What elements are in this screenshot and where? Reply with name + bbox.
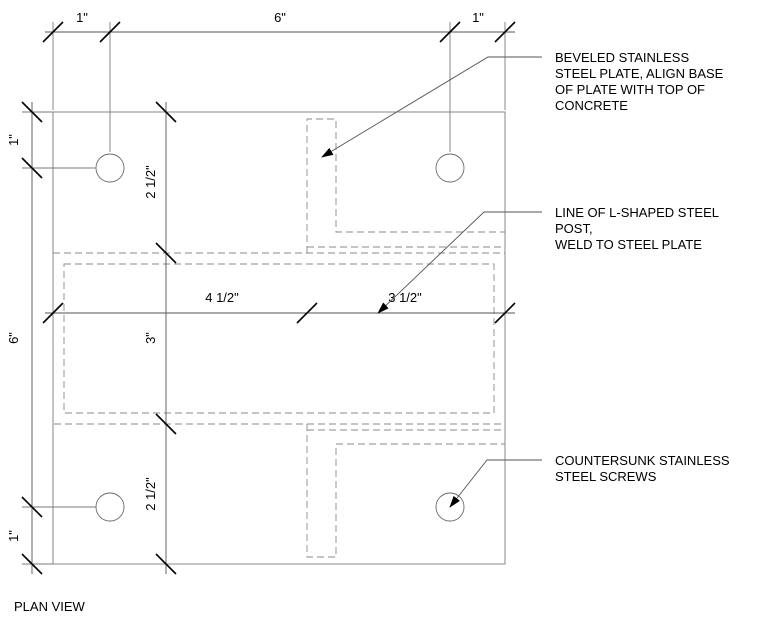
dim-left-top: 1" bbox=[6, 134, 21, 146]
dim-left-overall: 6" bbox=[6, 332, 21, 344]
leader-screws bbox=[449, 459, 542, 508]
top-dimension-line bbox=[42, 21, 516, 152]
view-title: PLAN VIEW bbox=[14, 599, 86, 614]
steel-plate-outline bbox=[52, 111, 506, 565]
dim-inner-upper: 2 1/2" bbox=[143, 165, 158, 199]
leader-l-post bbox=[377, 211, 542, 314]
screw-hole-top-left bbox=[95, 153, 125, 183]
dim-horizontal-right: 3 1/2" bbox=[388, 290, 422, 305]
leader-beveled-plate bbox=[321, 56, 542, 158]
inner-vertical-dimension-line bbox=[155, 101, 177, 575]
dim-top-middle: 6" bbox=[274, 10, 286, 25]
screw-hole-top-right bbox=[435, 153, 465, 183]
horizontal-dimension-line bbox=[42, 302, 516, 324]
dim-top-right: 1" bbox=[472, 10, 484, 25]
l-shaped-post-outline bbox=[52, 118, 506, 558]
dim-inner-middle: 3" bbox=[143, 332, 158, 344]
screw-hole-bottom-left bbox=[95, 492, 125, 522]
note-l-shaped-post: LINE OF L-SHAPED STEEL POST, WELD TO STE… bbox=[555, 205, 722, 252]
dim-inner-lower: 2 1/2" bbox=[143, 477, 158, 511]
left-dimension-line bbox=[21, 101, 96, 575]
dim-left-bottom: 1" bbox=[6, 530, 21, 542]
note-countersunk-screws: COUNTERSUNK STAINLESS STEEL SCREWS bbox=[555, 453, 733, 484]
note-beveled-plate: BEVELED STAINLESS STEEL PLATE, ALIGN BAS… bbox=[555, 50, 727, 113]
dim-top-left: 1" bbox=[76, 10, 88, 25]
dim-horizontal-left: 4 1/2" bbox=[205, 290, 239, 305]
